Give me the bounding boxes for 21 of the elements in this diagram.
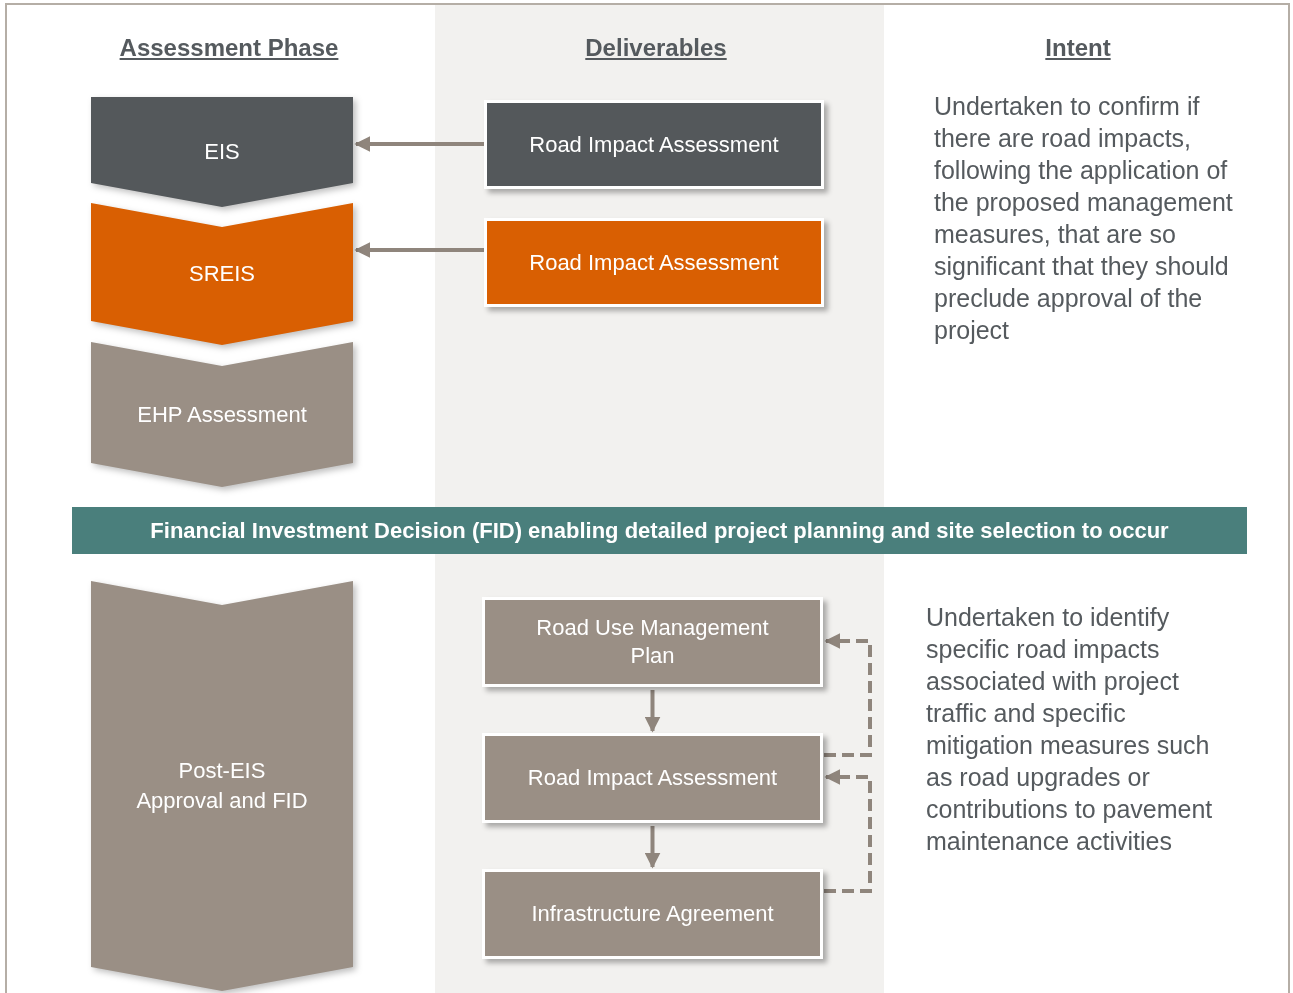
arrow [354,136,484,152]
phase-step: Post-EIS Approval and FID [91,581,353,991]
column-heading: Assessment Phase [118,33,340,63]
arrow [354,242,484,258]
decision-banner: Financial Investment Decision (FID) enabling detailed project planning and site selection to occur [72,507,1247,554]
intent-text: Undertaken to identify specific road impacts associated with project traffic and specific mitigation measures such as road upgrades or contributions to pavement maintenance activities [926,602,1214,857]
phase-step: EHP Assessment [91,342,353,487]
column-heading: Deliverables [584,33,728,63]
dashed-feedback-arrow [824,633,872,757]
deliverable-box: Road Impact Assessment [484,100,824,189]
phase-step: EIS [91,97,353,207]
column-heading: Intent [1044,33,1112,63]
deliverable-box: Road Impact Assessment [484,218,824,307]
phase-step: SREIS [91,203,353,345]
deliverable-box: Road Use Management Plan [482,597,823,687]
arrow [644,826,661,869]
dashed-feedback-arrow [824,769,872,893]
arrow [644,690,661,733]
intent-text: Undertaken to confirm if there are road impacts, following the application of the proposed management measures, that are so significant that they should preclude approval of the project [934,91,1234,346]
deliverable-box: Road Impact Assessment [482,733,823,823]
deliverable-box: Infrastructure Agreement [482,869,823,959]
